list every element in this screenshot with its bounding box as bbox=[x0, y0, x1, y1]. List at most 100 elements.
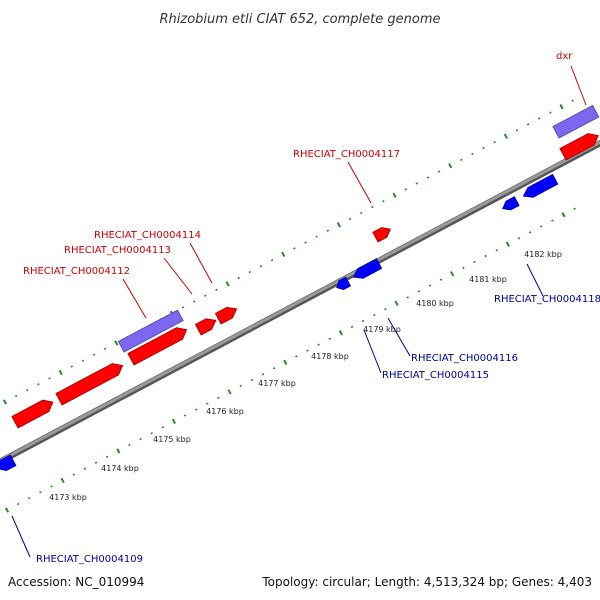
inner-tick-mark bbox=[295, 355, 298, 358]
outer-tick-mark bbox=[37, 383, 40, 386]
inner-tick-mark bbox=[150, 432, 153, 435]
outer-tick-mark bbox=[392, 192, 397, 198]
forward-gene[interactable] bbox=[372, 227, 391, 243]
inner-tick-mark bbox=[50, 485, 53, 488]
outer-tick-mark bbox=[103, 347, 107, 351]
inner-tick-mark bbox=[194, 408, 198, 411]
inner-tick-mark bbox=[272, 367, 276, 370]
outer-tick-mark bbox=[348, 217, 352, 221]
inner-tick-mark bbox=[206, 402, 209, 405]
scale-tick-label: 4176 kbp bbox=[206, 407, 244, 416]
outer-tick-mark bbox=[437, 170, 441, 173]
gene-label[interactable]: RHECIAT_CH0004109 bbox=[36, 554, 143, 565]
reverse-gene[interactable] bbox=[522, 173, 559, 198]
inner-tick-ring bbox=[4, 207, 576, 513]
scale-tick-label: 4180 kbp bbox=[416, 299, 454, 308]
inner-tick-mark bbox=[551, 219, 554, 222]
outer-tick-mark bbox=[460, 158, 463, 162]
gene-label-layer: dxrRHECIAT_CH0004117RHECIAT_CH0004114RHE… bbox=[11, 51, 600, 565]
scale-tick-label: 4174 kbp bbox=[101, 464, 139, 473]
inner-tick-mark bbox=[361, 319, 365, 323]
outer-tick-mark bbox=[493, 140, 496, 144]
gene-leader-line bbox=[11, 515, 31, 558]
inner-tick-mark bbox=[139, 437, 142, 441]
inner-tick-mark bbox=[473, 260, 476, 264]
accession-text: Accession: NC_010994 bbox=[8, 575, 144, 589]
gene-label[interactable]: RHECIAT_CH0004115 bbox=[382, 370, 489, 381]
reverse-gene[interactable] bbox=[0, 454, 17, 472]
inner-tick-mark bbox=[317, 343, 320, 346]
gene-label[interactable]: RHECIAT_CH0004117 bbox=[293, 149, 400, 160]
forward-gene[interactable] bbox=[194, 318, 217, 336]
inner-tick-mark bbox=[183, 414, 187, 417]
inner-tick-mark bbox=[428, 284, 432, 287]
gene-label[interactable]: RHECIAT_CH0004113 bbox=[64, 245, 171, 256]
inner-tick-mark bbox=[217, 396, 220, 399]
inner-tick-mark bbox=[283, 359, 288, 366]
reverse-gene[interactable] bbox=[352, 258, 383, 279]
inner-tick-mark bbox=[28, 497, 31, 500]
gene-label[interactable]: RHECIAT_CH0004112 bbox=[23, 266, 130, 277]
outer-tick-mark bbox=[81, 359, 85, 362]
inner-tick-mark bbox=[161, 426, 165, 429]
outer-tick-mark bbox=[92, 353, 96, 356]
inner-tick-mark bbox=[406, 296, 409, 299]
outer-tick-mark bbox=[371, 205, 374, 209]
inner-tick-mark bbox=[495, 248, 498, 252]
outer-tick-mark bbox=[515, 129, 519, 132]
reverse-gene[interactable] bbox=[502, 196, 520, 211]
inner-tick-mark bbox=[227, 389, 232, 395]
inner-tick-mark bbox=[517, 237, 521, 240]
forward-gene[interactable] bbox=[559, 133, 599, 161]
rna-feature[interactable] bbox=[552, 104, 600, 139]
inner-tick-mark bbox=[350, 325, 354, 329]
inner-tick-mark bbox=[4, 507, 10, 513]
feature-track bbox=[0, 104, 600, 472]
gene-leader-line bbox=[387, 317, 411, 357]
inner-tick-mark bbox=[261, 372, 265, 376]
forward-gene[interactable] bbox=[55, 363, 124, 406]
gene-label[interactable]: RHECIAT_CH0004114 bbox=[94, 230, 201, 241]
outer-tick-mark bbox=[315, 235, 318, 238]
gene-leader-line bbox=[163, 257, 193, 295]
forward-gene[interactable] bbox=[127, 327, 188, 366]
inner-tick-mark bbox=[417, 290, 421, 293]
rna-feature[interactable] bbox=[117, 309, 184, 353]
gene-label[interactable]: dxr bbox=[556, 51, 573, 62]
outer-tick-mark bbox=[281, 251, 286, 258]
outer-tick-mark bbox=[204, 294, 207, 297]
inner-tick-mark bbox=[384, 308, 387, 311]
inner-tick-mark bbox=[439, 278, 443, 281]
gene-label[interactable]: RHECIAT_CH0004118 bbox=[494, 294, 600, 305]
outer-tick-mark bbox=[448, 163, 453, 169]
forward-gene[interactable] bbox=[214, 306, 238, 325]
inner-tick-mark bbox=[250, 378, 254, 382]
inner-tick-mark bbox=[338, 330, 343, 336]
inner-tick-mark bbox=[561, 212, 566, 218]
gene-leader-line bbox=[347, 161, 372, 204]
reverse-gene[interactable] bbox=[336, 276, 352, 291]
gene-label[interactable]: RHECIAT_CH0004116 bbox=[411, 353, 518, 364]
outer-tick-mark bbox=[70, 365, 74, 368]
inner-tick-mark bbox=[239, 384, 242, 388]
outer-tick-mark bbox=[526, 123, 530, 126]
gene-leader-line bbox=[570, 65, 587, 106]
outer-tick-mark bbox=[336, 222, 341, 228]
outer-tick-mark bbox=[14, 394, 18, 398]
scale-tick-label: 4175 kbp bbox=[153, 435, 191, 444]
inner-tick-mark bbox=[116, 448, 121, 454]
inner-tick-mark bbox=[128, 443, 131, 447]
outer-tick-mark bbox=[58, 369, 63, 376]
outer-tick-mark bbox=[471, 152, 474, 156]
outer-tick-mark bbox=[114, 340, 119, 346]
outer-tick-mark bbox=[2, 399, 8, 405]
inner-tick-mark bbox=[573, 207, 576, 210]
inner-tick-mark bbox=[39, 491, 42, 494]
gene-leader-line bbox=[189, 242, 213, 284]
forward-gene[interactable] bbox=[11, 399, 54, 429]
scale-tick-label: 4173 kbp bbox=[49, 493, 87, 502]
outer-tick-mark bbox=[404, 188, 407, 191]
outer-tick-mark bbox=[293, 247, 296, 250]
outer-tick-mark bbox=[359, 211, 363, 215]
outer-tick-mark bbox=[248, 270, 252, 274]
